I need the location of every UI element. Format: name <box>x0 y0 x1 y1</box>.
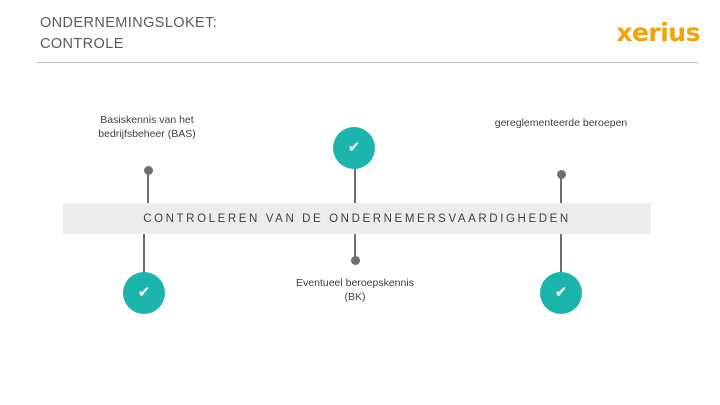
stem-bottom-left <box>143 234 145 273</box>
dot-top-right <box>556 170 566 179</box>
stem-top-center <box>354 168 356 204</box>
check-icon: ✔ <box>554 283 568 301</box>
marker-check-bottom-right: ✔ <box>540 272 582 314</box>
marker-check-bottom-left: ✔ <box>123 272 165 314</box>
xerius-logo: xerius <box>616 18 700 47</box>
label-eventueel-beroepskennis: Eventueel beroepskennis (BK) <box>296 277 414 304</box>
check-icon: ✔ <box>137 283 151 301</box>
stem-top-left <box>147 172 149 204</box>
header-divider <box>37 62 698 63</box>
label-gereglementeerde-beroepen: gereglementeerde beroepen <box>494 117 628 129</box>
page-title: ONDERNEMINGSLOKET: CONTROLE <box>40 14 217 53</box>
stem-top-right <box>560 176 562 204</box>
label-basiskennis-bedrijfsbeheer: Basiskennis van het bedrijfsbeheer (BAS) <box>98 114 196 141</box>
page-title-line-1: ONDERNEMINGSLOKET: <box>40 15 218 31</box>
page-title-line-2: CONTROLE <box>40 36 124 53</box>
controle-band-label: CONTROLEREN VAN DE ONDERNEMERSVAARDIGHED… <box>143 212 571 225</box>
stem-bottom-center <box>354 234 356 258</box>
dot-top-left <box>143 166 153 175</box>
stem-bottom-right <box>560 234 562 273</box>
dot-bottom-center <box>350 256 360 265</box>
check-icon: ✔ <box>347 138 361 156</box>
controle-band: CONTROLEREN VAN DE ONDERNEMERSVAARDIGHED… <box>63 203 651 234</box>
marker-check-top-center: ✔ <box>333 127 375 169</box>
